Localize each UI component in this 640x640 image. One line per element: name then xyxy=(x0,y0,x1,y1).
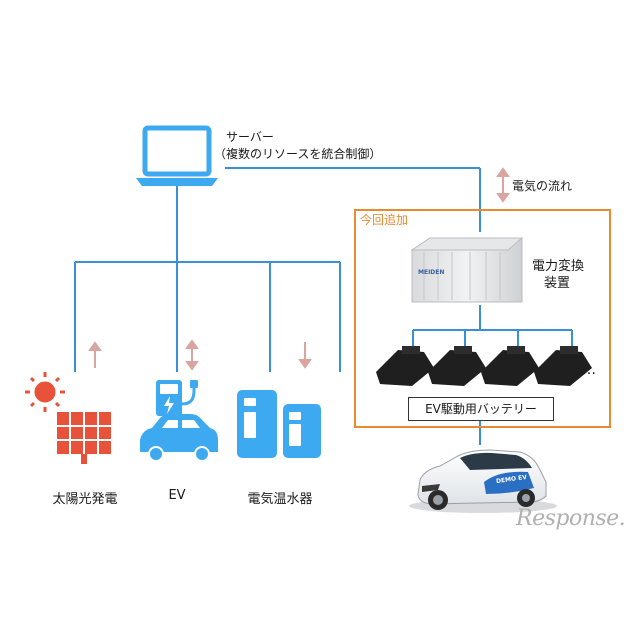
resource-label-solar: 太陽光発電 xyxy=(52,492,118,507)
resource-label-water-heater: 電気温水器 xyxy=(247,492,313,507)
flow-arrow-icon xyxy=(496,167,510,203)
addition-label: 今回追加 xyxy=(360,213,409,227)
server-title: サーバー xyxy=(226,130,274,144)
server-subtitle: （複数のリソースを統合制御） xyxy=(214,147,382,161)
battery-label: EV駆動用バッテリー xyxy=(408,397,554,421)
battery-module xyxy=(428,346,486,386)
ev-arrow-both-icon xyxy=(185,339,199,371)
laptop-icon xyxy=(136,125,218,186)
ev-charger-icon xyxy=(156,380,198,416)
response-watermark: Response. xyxy=(516,506,626,531)
solar-arrow-up-icon xyxy=(88,341,102,368)
battery-module xyxy=(481,346,539,386)
power-converter-image xyxy=(410,237,524,303)
demo-car-image xyxy=(409,449,557,513)
converter-label-line1: 電力変換 xyxy=(532,259,585,274)
sun-icon xyxy=(25,372,65,412)
battery-module xyxy=(534,346,592,386)
flow-label: 電気の流れ xyxy=(512,179,573,193)
water-heater-icon xyxy=(237,390,321,458)
battery-ellipsis: … xyxy=(582,362,596,378)
solar-panel-icon xyxy=(57,412,111,464)
battery-module xyxy=(376,346,434,386)
addition-frame xyxy=(354,209,611,428)
ev-car-icon xyxy=(140,414,218,462)
heater-arrow-down-icon xyxy=(298,342,312,369)
converter-label-line2: 装置 xyxy=(544,276,571,291)
resource-label-ev: EV xyxy=(168,488,186,503)
converter-brand: MEIDEN xyxy=(418,269,445,276)
battery-modules xyxy=(376,346,592,386)
